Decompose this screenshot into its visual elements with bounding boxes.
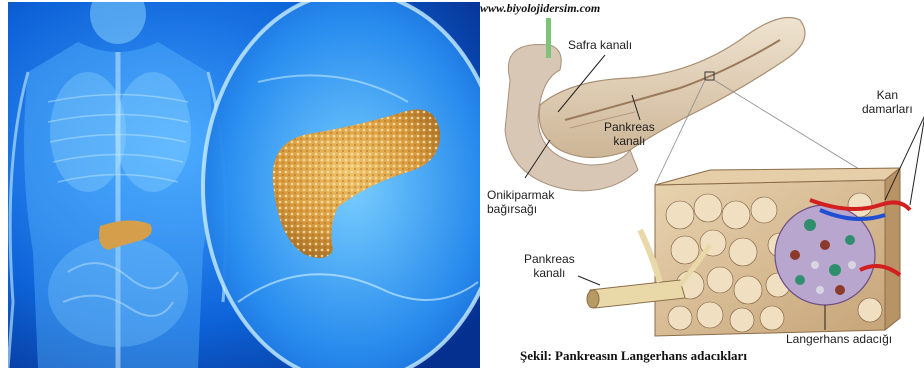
magnified-bubble bbox=[203, 2, 480, 368]
label-pancreatic-duct-top-line1: Pankreas bbox=[604, 120, 655, 134]
label-pancreatic-duct-top-line2: kanalı bbox=[604, 134, 655, 148]
body-illustration bbox=[8, 2, 480, 368]
pancreas-diagram: www.biyolojidersim.com Safra kanalı Pank… bbox=[480, 0, 924, 376]
bile-duct-tube bbox=[546, 18, 551, 58]
label-duodenum-line1: Onikiparmak bbox=[487, 188, 554, 202]
label-duodenum-line2: bağırsağı bbox=[487, 202, 554, 216]
figure-caption: Şekil: Pankreasın Langerhans adacıkları bbox=[520, 348, 747, 364]
label-pancreatic-duct-left-line2: kanalı bbox=[524, 266, 575, 280]
label-pancreatic-duct-left: Pankreas kanalı bbox=[524, 252, 575, 280]
label-blood-vessels: Kan damarları bbox=[862, 88, 913, 116]
label-blood-vessels-line2: damarları bbox=[862, 102, 913, 116]
label-pancreatic-duct-left-line1: Pankreas bbox=[524, 252, 575, 266]
label-blood-vessels-line1: Kan bbox=[862, 88, 913, 102]
human-body-pancreas-photo bbox=[8, 2, 480, 368]
label-duodenum: Onikiparmak bağırsağı bbox=[487, 188, 554, 216]
tissue-block bbox=[655, 168, 910, 336]
label-pancreatic-duct-top: Pankreas kanalı bbox=[604, 120, 655, 148]
website-url: www.biyolojidersim.com bbox=[480, 1, 600, 16]
label-bile-duct: Safra kanalı bbox=[568, 38, 632, 52]
label-langerhans-islet: Langerhans adacığı bbox=[786, 332, 892, 346]
